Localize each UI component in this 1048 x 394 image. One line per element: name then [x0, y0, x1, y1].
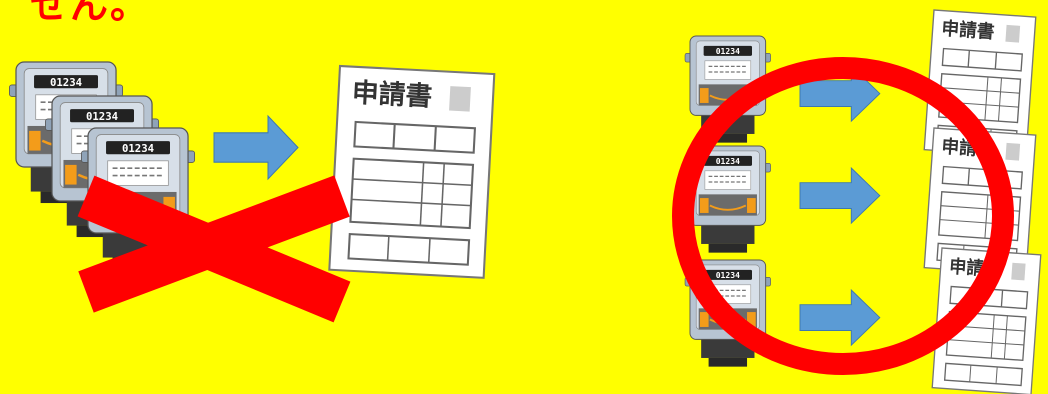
application-form-icon	[328, 64, 496, 279]
caption-text: せん。	[30, 0, 151, 27]
cross-mark	[77, 175, 351, 323]
arrow-right-icon	[799, 289, 881, 346]
circle-mark	[672, 57, 1014, 375]
arrow-right-icon	[799, 167, 881, 224]
arrow-right-icon	[213, 115, 299, 180]
